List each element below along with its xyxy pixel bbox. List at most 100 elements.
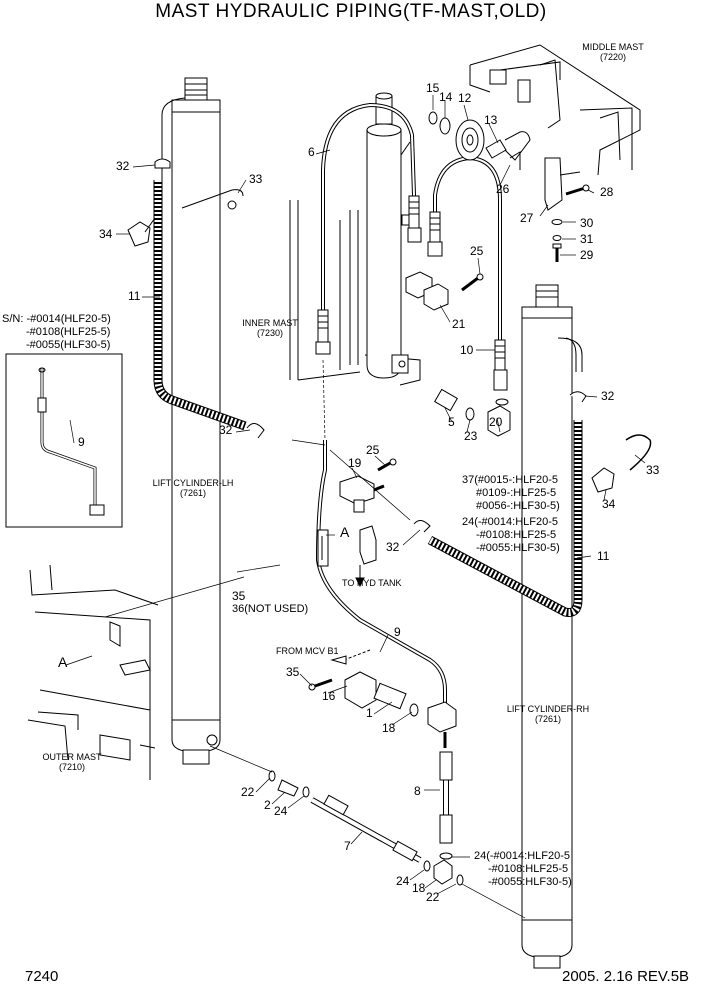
callout-15: 15 xyxy=(426,81,440,95)
callout-25-top: 25 xyxy=(470,244,484,258)
middle-mast-bracket xyxy=(469,44,641,211)
bottom-hoses xyxy=(268,751,464,886)
sn-note-line1: S/N: -#0014(HLF20-5) xyxy=(2,313,111,325)
callout-34-lh: 34 xyxy=(99,227,113,241)
sn-note-line2: -#0108(HLF25-5) xyxy=(26,326,111,338)
label-lift-cylinder-rh: LIFT CYLINDER-RH (7261) xyxy=(500,704,596,724)
callout-10: 10 xyxy=(460,343,474,357)
label-inner-mast: INNER MAST (7230) xyxy=(238,318,302,338)
clamps-lh xyxy=(127,158,265,439)
callout-29: 29 xyxy=(580,248,594,262)
callout-6: 6 xyxy=(308,145,315,159)
ref-24b-line1: 24(-#0014:HLF20-5 xyxy=(474,850,571,862)
inner-mast-code: (7230) xyxy=(256,328,283,338)
callout-9-main: 9 xyxy=(394,625,401,639)
callout-20: 20 xyxy=(489,415,503,429)
callout-16: 16 xyxy=(322,689,336,703)
callout-33-rh: 33 xyxy=(646,463,660,477)
callout-32-rh-top: 32 xyxy=(601,389,615,403)
lift-cylinder-rh xyxy=(521,284,583,969)
hose-11-lh xyxy=(153,97,247,431)
ref-24a-line1: 24(-#0014:HLF20-5 xyxy=(462,516,559,528)
callout-12: 12 xyxy=(458,91,472,105)
callout-22-left: 22 xyxy=(241,785,255,799)
callout-11-rh: 11 xyxy=(597,549,610,563)
callout-32-rh-bottom: 32 xyxy=(386,540,400,554)
callout-9-detail: 9 xyxy=(78,435,85,449)
callout-8: 8 xyxy=(414,784,421,798)
callout-28: 28 xyxy=(600,185,614,199)
mcv-block xyxy=(308,649,419,717)
ref-24a-line3: -#0055:HLF30-5) xyxy=(476,542,560,554)
callout-23: 23 xyxy=(464,429,478,443)
lift-cylinder-lh xyxy=(171,77,221,765)
detail-a-marker-1: A xyxy=(340,524,350,540)
revision-date: 2005. 2.16 REV.5B xyxy=(562,968,690,985)
inner-mast xyxy=(289,200,421,386)
sn-detail-box xyxy=(5,353,123,528)
lift-rh-code: (7261) xyxy=(534,714,561,724)
callout-27: 27 xyxy=(520,211,534,225)
callout-18-top: 18 xyxy=(382,721,396,735)
not-used-label: 36(NOT USED) xyxy=(232,603,309,615)
callout-14: 14 xyxy=(439,90,453,104)
callout-18-bottom: 18 xyxy=(412,881,426,895)
callout-26: 26 xyxy=(496,182,510,196)
outer-mast-code: (7210) xyxy=(58,762,85,772)
callout-33-lh: 33 xyxy=(249,172,263,186)
hose-11-rh xyxy=(427,420,583,617)
sn-note-line3: -#0055(HLF30-5) xyxy=(26,339,111,351)
from-mcv-label: FROM MCV B1 xyxy=(276,646,339,656)
ref-37-line2: #0109-:HLF25-5 xyxy=(476,487,557,499)
tee-fitting-19 xyxy=(339,458,397,513)
inner-mast-name: INNER MAST xyxy=(242,318,298,328)
page-number: 7240 xyxy=(25,968,59,985)
callout-1: 1 xyxy=(366,706,373,720)
callout-34-rh: 34 xyxy=(602,497,616,511)
label-middle-mast: MIDDLE MAST (7220) xyxy=(568,42,658,62)
middle-mast-name: MIDDLE MAST xyxy=(582,42,644,52)
callout-25-tee: 25 xyxy=(366,443,380,457)
callout-13: 13 xyxy=(484,113,498,127)
outer-mast xyxy=(27,564,159,780)
callout-30: 30 xyxy=(580,216,594,230)
ref-24a-line2: -#0108:HLF25-5 xyxy=(476,529,557,541)
callout-32-lh-top: 32 xyxy=(116,159,130,173)
callout-5: 5 xyxy=(448,415,455,429)
callout-19: 19 xyxy=(348,456,362,470)
callout-22-right: 22 xyxy=(426,890,440,904)
callout-35-mcv: 35 xyxy=(286,665,300,679)
diagram-title: MAST HYDRAULIC PIPING(TF-MAST,OLD) xyxy=(155,1,547,22)
callout-31: 31 xyxy=(580,232,594,246)
label-lift-cylinder-lh: LIFT CYLINDER-LH (7261) xyxy=(147,478,239,498)
callout-2: 2 xyxy=(264,798,271,812)
leader-lines xyxy=(65,95,646,919)
callout-21: 21 xyxy=(452,317,466,331)
callout-24-bottom: 24 xyxy=(396,874,410,888)
fitting-block-21 xyxy=(405,271,484,311)
callout-32-lh-bottom: 32 xyxy=(219,423,233,437)
fasteners-28-31 xyxy=(551,184,590,262)
lift-rh-name: LIFT CYLINDER-RH xyxy=(506,704,590,714)
callout-7: 7 xyxy=(344,839,351,853)
center-cylinder xyxy=(366,92,417,379)
ref-37-line1: 37(#0015-:HLF20-5 xyxy=(462,474,559,486)
sheave-assembly xyxy=(428,111,531,170)
callout-24-left: 24 xyxy=(274,804,288,818)
label-outer-mast: OUTER MAST (7210) xyxy=(38,752,106,772)
lift-lh-name: LIFT CYLINDER-LH xyxy=(152,478,234,488)
middle-mast-code: (7220) xyxy=(599,52,626,62)
outer-mast-name: OUTER MAST xyxy=(42,752,102,762)
ref-24b-line2: -#0108:HLF25-5 xyxy=(488,863,569,875)
lift-lh-code: (7261) xyxy=(179,488,206,498)
callout-35-left: 35 xyxy=(232,589,246,603)
hose-6 xyxy=(315,102,422,355)
detail-a-marker-2: A xyxy=(58,654,68,670)
to-hyd-tank-label: TO HYD TANK xyxy=(342,578,402,588)
callout-11-lh: 11 xyxy=(128,289,141,303)
pipe-9 xyxy=(315,440,457,748)
ref-24b-line3: -#0055:HLF30-5) xyxy=(488,876,572,888)
ref-37-line3: #0056-:HLF30-5) xyxy=(476,500,560,512)
tank-fitting xyxy=(355,525,377,588)
